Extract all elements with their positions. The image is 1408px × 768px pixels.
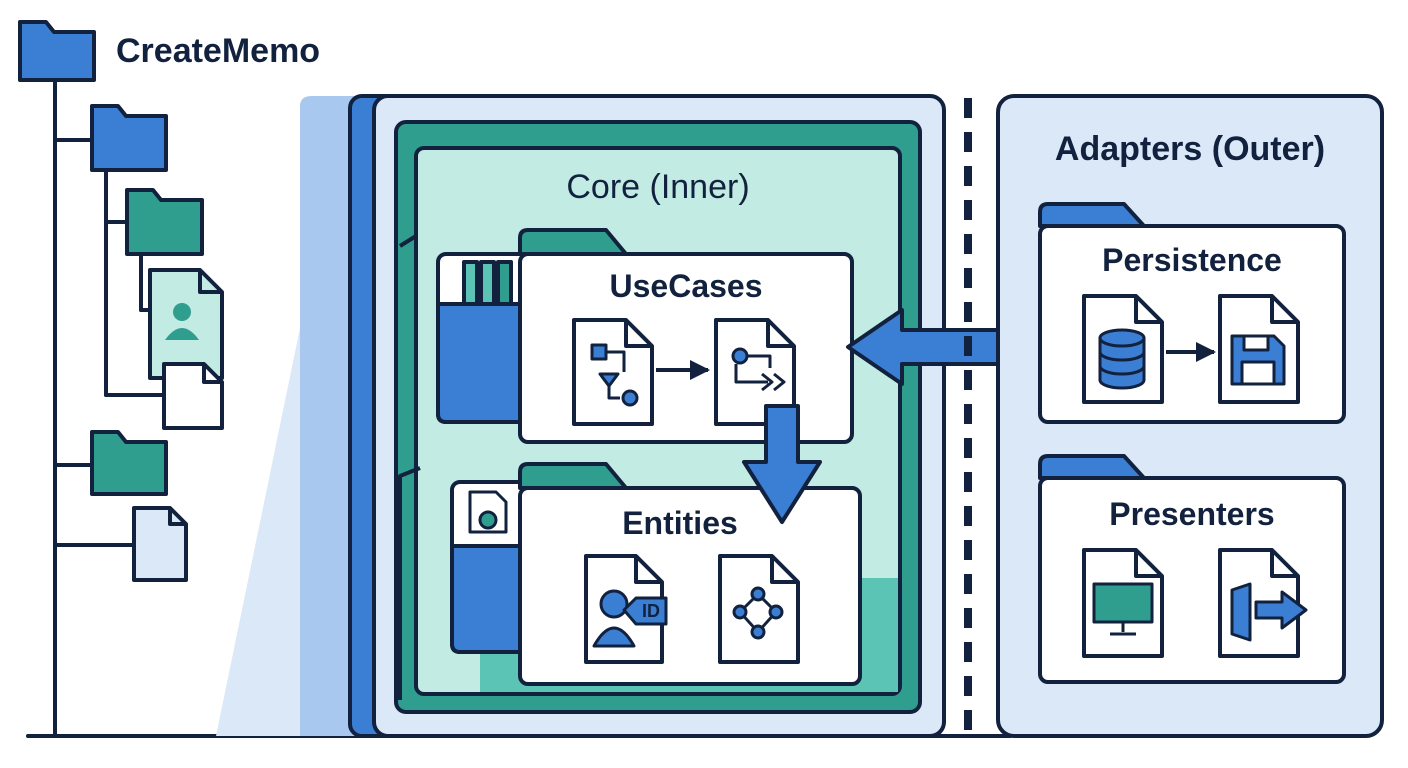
persistence-title: Persistence — [1102, 242, 1282, 278]
monitor-doc-icon — [1082, 548, 1164, 658]
root-folder-label: CreateMemo — [116, 32, 321, 70]
id-badge: ID — [642, 601, 660, 621]
dependency-arrow-down — [742, 404, 822, 524]
flowchart-doc-icon — [572, 318, 654, 426]
folder-icon — [90, 430, 168, 496]
file-icon — [162, 362, 224, 430]
core-title: Core (Inner) — [566, 168, 750, 206]
adapters-title: Adapters (Outer) — [1054, 130, 1326, 168]
floppy-doc-icon — [1218, 294, 1300, 404]
database-doc-icon — [1082, 294, 1164, 404]
network-doc-icon — [718, 554, 800, 664]
folder-icon — [125, 188, 204, 256]
root-folder-icon — [18, 20, 96, 82]
user-id-doc-icon — [584, 554, 668, 664]
user-file-icon — [148, 268, 224, 380]
presenters-title: Presenters — [1109, 496, 1275, 532]
folder-icon — [90, 104, 168, 172]
usecases-title: UseCases — [609, 268, 763, 304]
process-doc-icon — [714, 318, 796, 426]
file-icon — [132, 506, 188, 582]
export-doc-icon — [1218, 548, 1308, 658]
entities-title: Entities — [622, 505, 738, 541]
